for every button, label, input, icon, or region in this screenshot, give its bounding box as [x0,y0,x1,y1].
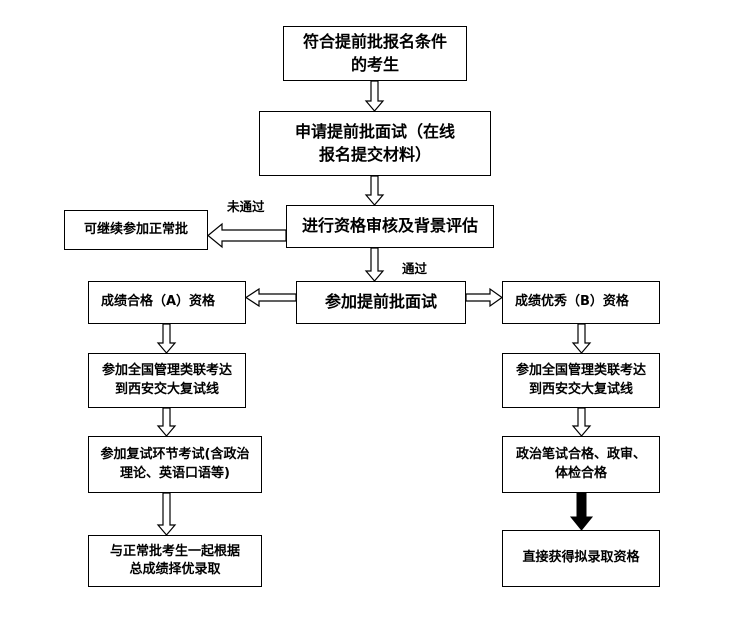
node-interview: 参加提前批面试 [296,281,466,324]
label-fail: 未通过 [227,199,265,214]
node-qualify: 符合提前批报名条件的考生 [283,26,467,81]
arrow-check-to-final-b [569,492,594,531]
node-grade-a: 成绩合格（A）资格 [88,281,246,324]
node-apply: 申请提前批面试（在线报名提交材料） [259,111,491,176]
node-b-final: 直接获得拟录取资格 [502,530,660,587]
node-b-exam: 参加全国管理类联考达到西安交大复试线 [502,353,660,408]
node-normal: 可继续参加正常批 [64,210,208,250]
node-a-final: 与正常批考生一起根据总成绩择优录取 [88,535,262,587]
arrow-grade-a-to-exam [156,323,177,354]
arrow-review-to-interview [364,247,385,282]
node-b-check: 政治笔试合格、政审、体检合格 [502,436,660,493]
node-a-exam: 参加全国管理类联考达到西安交大复试线 [88,353,246,408]
arrow-review-to-normal [207,222,287,249]
arrow-exam-to-check-b [571,407,592,437]
arrow-exam-to-retest [156,407,177,437]
arrow-qualify-to-apply [364,80,385,112]
label-pass: 通过 [402,261,428,276]
arrow-retest-to-final-a [156,492,177,536]
node-a-retest: 参加复试环节考试(含政治理论、英语口语等) [88,436,262,493]
node-grade-b: 成绩优秀（B）资格 [502,281,660,324]
arrow-interview-to-grade-a [244,287,297,308]
arrow-apply-to-review [364,175,385,206]
arrow-interview-to-grade-b [465,287,504,308]
node-review: 进行资格审核及背景评估 [286,205,494,248]
arrow-grade-b-to-exam [571,323,592,354]
